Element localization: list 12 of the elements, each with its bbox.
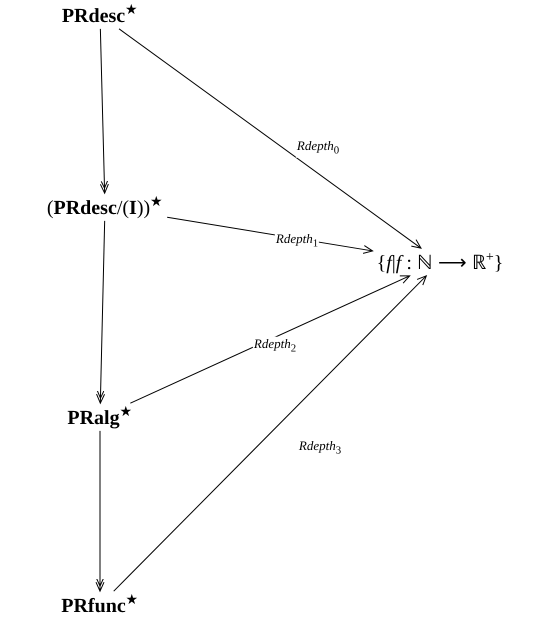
arrow (96, 430, 104, 592)
arrow (96, 220, 106, 404)
math-expression: {f|f : ℕ ⟶ ℝ$^{+}$} (372, 248, 508, 276)
arrow (130, 275, 410, 404)
arrow (113, 275, 427, 592)
edge-label: Rdepth$_{0}$ (296, 138, 340, 158)
math-expression: (PRdesc/(I))$^{★}$ (42, 193, 168, 221)
math-expression: PRdesc$^{★}$ (58, 1, 142, 29)
arrow (100, 28, 109, 194)
math-expression: PRfunc$^{★}$ (57, 591, 143, 619)
math-expression: PRalg$^{★}$ (63, 403, 137, 431)
arrow (118, 28, 422, 249)
